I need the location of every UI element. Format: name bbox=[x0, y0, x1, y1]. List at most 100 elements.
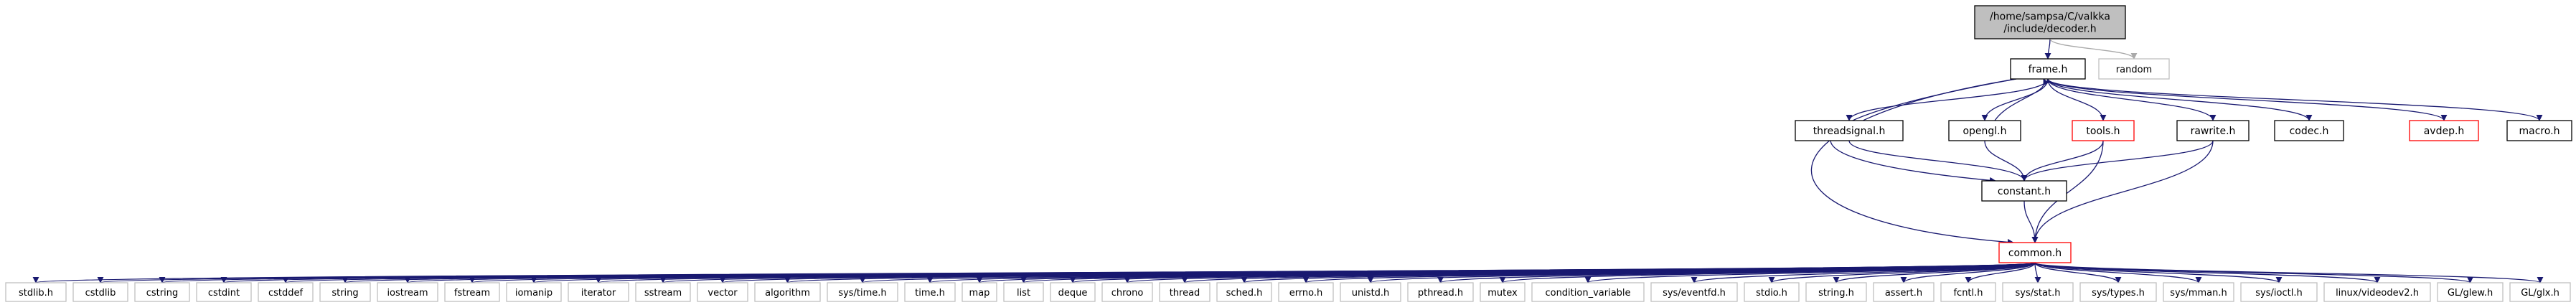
node-label-condition_variable: condition_variable bbox=[1545, 288, 1630, 299]
node-box-mutex bbox=[1480, 282, 1526, 302]
node-label-sys_stat_h: sys/stat.h bbox=[2016, 288, 2061, 299]
edge-tools-to-common bbox=[2031, 140, 2104, 243]
node-chrono: chrono bbox=[1101, 282, 1153, 302]
node-box-cstring bbox=[134, 282, 190, 302]
node-label-iostream: iostream bbox=[387, 288, 428, 299]
edge-threadsignal-to-constant bbox=[1848, 140, 2028, 182]
node-iostream: iostream bbox=[377, 282, 438, 302]
edge-decoder-to-frame bbox=[2044, 38, 2051, 60]
node-box-constant bbox=[1981, 180, 2067, 202]
node-label-cstddef: cstddef bbox=[268, 288, 304, 299]
node-label-gl_glx_h: GL/glx.h bbox=[2521, 288, 2559, 299]
node-label-cstring: cstring bbox=[146, 288, 178, 299]
edge-rawrite-to-constant bbox=[2021, 140, 2214, 182]
node-label-sys_eventfd_h: sys/eventfd.h bbox=[1663, 288, 1726, 299]
node-label-gl_glew_h: GL/glew.h bbox=[2448, 288, 2493, 299]
node-box-list bbox=[1003, 282, 1044, 302]
node-map: map bbox=[962, 282, 997, 302]
node-label-pthread_h: pthread.h bbox=[1418, 288, 1463, 299]
node-box-sys_time_h bbox=[827, 282, 898, 302]
edge-frame-to-opengl bbox=[1981, 78, 2049, 121]
node-label-cstdlib: cstdlib bbox=[85, 288, 116, 299]
node-box-gl_glew_h bbox=[2437, 282, 2504, 302]
node-deque: deque bbox=[1050, 282, 1096, 302]
node-unistd_h: unistd.h bbox=[1340, 282, 1401, 302]
node-iterator: iterator bbox=[568, 282, 629, 302]
node-box-chrono bbox=[1101, 282, 1153, 302]
node-thread: thread bbox=[1159, 282, 1211, 302]
node-sys_eventfd_h: sys/eventfd.h bbox=[1650, 282, 1738, 302]
edge-common-to-fcntl_h bbox=[1965, 262, 2036, 283]
edge-common-to-sys_ioctl_h bbox=[2034, 262, 2283, 283]
node-box-random bbox=[2098, 58, 2170, 80]
node-box-stdlib_h bbox=[5, 282, 67, 302]
node-box-codec bbox=[2274, 120, 2344, 141]
node-box-linux_videodev2_h bbox=[2323, 282, 2431, 302]
node-fcntl_h: fcntl.h bbox=[1940, 282, 1996, 302]
node-label-string_h: string.h bbox=[1818, 288, 1854, 299]
node-box-gl_glx_h bbox=[2509, 282, 2571, 302]
node-cstring: cstring bbox=[134, 282, 190, 302]
node-opengl[interactable]: opengl.h bbox=[1948, 120, 2021, 141]
node-label-vector: vector bbox=[708, 288, 738, 299]
node-label-sys_ioctl_h: sys/ioctl.h bbox=[2255, 288, 2302, 299]
node-box-macro bbox=[2506, 120, 2572, 141]
node-gl_glx_h: GL/glx.h bbox=[2509, 282, 2571, 302]
node-codec[interactable]: codec.h bbox=[2274, 120, 2344, 141]
node-label-thread: thread bbox=[1170, 288, 1200, 299]
node-label-linux_videodev2_h: linux/videodev2.h bbox=[2336, 288, 2419, 299]
edge-common-to-sys_eventfd_h bbox=[1691, 262, 2036, 283]
node-box-sched_h bbox=[1216, 282, 1272, 302]
node-box-unistd_h bbox=[1340, 282, 1401, 302]
node-label-fstream: fstream bbox=[454, 288, 490, 299]
node-label-stdlib_h: stdlib.h bbox=[19, 288, 53, 299]
node-tools[interactable]: tools.h bbox=[2072, 120, 2135, 141]
edge-frame-to-threadsignal bbox=[1846, 78, 2049, 121]
node-rawrite[interactable]: rawrite.h bbox=[2176, 120, 2250, 141]
node-sys_types_h: sys/types.h bbox=[2079, 282, 2157, 302]
node-decoder[interactable]: /home/sampsa/C/valkka/include/decoder.h bbox=[1974, 5, 2126, 39]
node-box-frame bbox=[2010, 58, 2086, 80]
node-box-iostream bbox=[377, 282, 438, 302]
node-box-iterator bbox=[568, 282, 629, 302]
node-stdio_h: stdio.h bbox=[1744, 282, 1800, 302]
node-macro[interactable]: macro.h bbox=[2506, 120, 2572, 141]
node-condition_variable: condition_variable bbox=[1531, 282, 1645, 302]
edge-constant-to-common bbox=[2023, 200, 2039, 243]
node-avdep[interactable]: avdep.h bbox=[2409, 120, 2479, 141]
node-label-threadsignal: threadsignal.h bbox=[1813, 126, 1886, 137]
node-box-condition_variable bbox=[1531, 282, 1645, 302]
node-constant[interactable]: constant.h bbox=[1981, 180, 2067, 202]
node-sys_mman_h: sys/mman.h bbox=[2163, 282, 2234, 302]
node-label-errno_h: errno.h bbox=[1289, 288, 1323, 299]
node-box-tools bbox=[2072, 120, 2135, 141]
node-label-sstream: sstream bbox=[644, 288, 682, 299]
node-box-pthread_h bbox=[1407, 282, 1474, 302]
node-box-decoder bbox=[1974, 5, 2126, 39]
node-box-fcntl_h bbox=[1940, 282, 1996, 302]
edges-layer bbox=[34, 38, 2544, 283]
node-gl_glew_h: GL/glew.h bbox=[2437, 282, 2504, 302]
edge-common-to-sys_stat_h bbox=[2034, 262, 2041, 283]
node-label-unistd_h: unistd.h bbox=[1352, 288, 1390, 299]
node-box-fstream bbox=[444, 282, 500, 302]
node-frame[interactable]: frame.h bbox=[2010, 58, 2086, 80]
node-box-sys_ioctl_h bbox=[2240, 282, 2318, 302]
node-common[interactable]: common.h bbox=[1998, 242, 2072, 263]
node-label-decoder: /home/sampsa/C/valkka bbox=[1990, 11, 2110, 23]
node-label-codec: codec.h bbox=[2290, 126, 2329, 137]
node-box-vector bbox=[697, 282, 748, 302]
node-label-sched_h: sched.h bbox=[1226, 288, 1263, 299]
node-algorithm: algorithm bbox=[754, 282, 821, 302]
edge-decoder-to-random bbox=[2049, 38, 2138, 60]
node-label-list: list bbox=[1017, 288, 1030, 299]
node-sys_ioctl_h: sys/ioctl.h bbox=[2240, 282, 2318, 302]
node-box-thread bbox=[1159, 282, 1211, 302]
node-label-random: random bbox=[2116, 65, 2152, 75]
edge-common-to-stdio_h bbox=[1768, 262, 2036, 283]
node-label-sys_mman_h: sys/mman.h bbox=[2170, 288, 2227, 299]
node-threadsignal[interactable]: threadsignal.h bbox=[1795, 120, 1904, 141]
edge-common-to-string_h bbox=[1833, 262, 2036, 283]
node-sys_time_h: sys/time.h bbox=[827, 282, 898, 302]
